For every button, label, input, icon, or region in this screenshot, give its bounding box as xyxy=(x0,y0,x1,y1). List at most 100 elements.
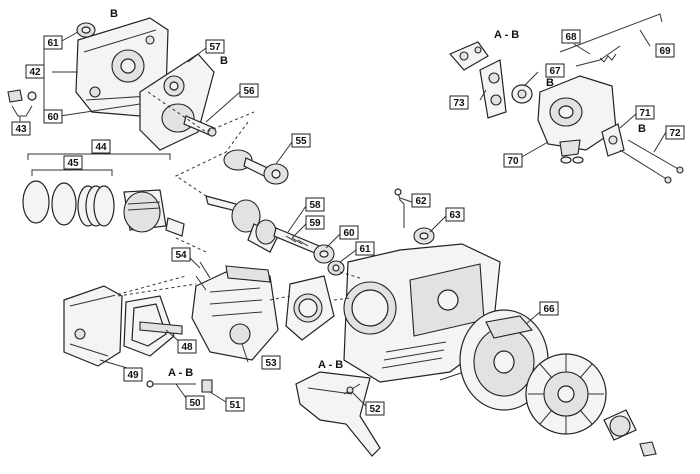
svg-text:55: 55 xyxy=(295,136,307,147)
svg-text:45: 45 xyxy=(67,158,79,169)
carburetor-70 xyxy=(537,75,617,164)
bracket-a-b xyxy=(295,371,381,457)
callout-59: 59 xyxy=(305,215,325,230)
callout-67: 67 xyxy=(545,63,565,78)
assembly-guide-lines xyxy=(111,91,361,301)
camshaft-56 xyxy=(161,103,217,137)
svg-text:60: 60 xyxy=(343,228,355,239)
callout-68: 68 xyxy=(561,29,581,44)
piston-pin xyxy=(165,217,185,237)
callout-60-top: 60 xyxy=(43,109,63,124)
svg-text:54: 54 xyxy=(175,250,187,261)
callout-50: 50 xyxy=(185,395,205,410)
gasket-a-b xyxy=(449,41,489,71)
svg-text:42: 42 xyxy=(29,67,41,78)
oil-seal-61 xyxy=(76,22,96,38)
callout-44: 44 xyxy=(91,139,111,154)
oil-seal-61-left xyxy=(327,260,345,276)
svg-text:62: 62 xyxy=(415,196,427,207)
valve-cover-49 xyxy=(63,285,123,367)
letter-b-top: B xyxy=(110,8,118,20)
piston-44 xyxy=(123,189,167,233)
callout-51: 51 xyxy=(225,397,245,412)
valve-54 xyxy=(195,261,211,291)
callout-69: 69 xyxy=(655,43,675,58)
cooling-fan xyxy=(525,353,607,435)
callout-73: 73 xyxy=(449,95,469,110)
flywheel-66 xyxy=(459,309,549,411)
starter-cup xyxy=(603,409,637,441)
svg-text:67: 67 xyxy=(549,66,561,77)
svg-text:63: 63 xyxy=(449,210,461,221)
callout-70: 70 xyxy=(503,153,523,168)
svg-text:58: 58 xyxy=(309,200,321,211)
svg-text:52: 52 xyxy=(369,404,381,415)
callout-61-top: 61 xyxy=(43,35,63,50)
svg-text:48: 48 xyxy=(181,342,193,353)
callout-58: 58 xyxy=(305,197,325,212)
callout-62: 62 xyxy=(411,193,431,208)
svg-text:70: 70 xyxy=(507,156,519,167)
drain-plug-43 xyxy=(7,89,37,103)
letter-ab-49: A - B xyxy=(168,367,193,379)
callout-72: 72 xyxy=(665,125,685,140)
svg-text:51: 51 xyxy=(229,400,241,411)
callout-48: 48 xyxy=(177,339,197,354)
cylinder-head-53 xyxy=(191,265,279,361)
letter-b-67: B xyxy=(546,77,554,89)
callout-56: 56 xyxy=(239,83,259,98)
callout-57: 57 xyxy=(205,39,225,54)
svg-text:71: 71 xyxy=(639,108,651,119)
svg-text:44: 44 xyxy=(95,142,107,153)
governor-spring-69 xyxy=(575,45,621,67)
svg-text:73: 73 xyxy=(453,98,465,109)
callout-42: 42 xyxy=(25,64,45,79)
svg-text:43: 43 xyxy=(15,124,27,135)
callout-71: 71 xyxy=(635,105,655,120)
reference-letters: B B B B A - B A - B A - B xyxy=(110,8,646,379)
callout-49: 49 xyxy=(123,367,143,382)
svg-text:68: 68 xyxy=(565,32,577,43)
svg-text:66: 66 xyxy=(543,304,555,315)
svg-text:61: 61 xyxy=(47,38,59,49)
insulator-73 xyxy=(479,59,507,119)
svg-text:72: 72 xyxy=(669,128,681,139)
callout-52: 52 xyxy=(365,401,385,416)
bolt-52 xyxy=(343,383,361,395)
svg-text:60: 60 xyxy=(47,112,59,123)
svg-text:59: 59 xyxy=(309,218,321,229)
bearing-60-left xyxy=(313,244,335,264)
svg-text:61: 61 xyxy=(359,244,371,255)
callout-54: 54 xyxy=(171,247,191,262)
gasket-67 xyxy=(511,84,533,104)
svg-text:56: 56 xyxy=(243,86,255,97)
flywheel-nut xyxy=(639,441,657,457)
governor-gear-63 xyxy=(413,227,435,245)
svg-text:53: 53 xyxy=(265,358,277,369)
crankshaft-58 xyxy=(205,195,325,257)
callout-60-mid: 60 xyxy=(339,225,359,240)
letter-ab-52: A - B xyxy=(318,359,343,371)
letter-b-71: B xyxy=(638,123,646,135)
callout-61-mid: 61 xyxy=(355,241,375,256)
pushrod-tube xyxy=(139,321,183,335)
studs-72 xyxy=(619,139,684,184)
callout-66: 66 xyxy=(539,301,559,316)
governor-rod-68 xyxy=(559,13,663,53)
callout-53: 53 xyxy=(261,355,281,370)
head-gasket xyxy=(285,275,335,341)
piston-rings-45 xyxy=(22,180,115,227)
spacer-51 xyxy=(201,379,213,393)
callout-43: 43 xyxy=(11,121,31,136)
callout-55: 55 xyxy=(291,133,311,148)
callout-63: 63 xyxy=(445,207,465,222)
letter-b-57: B xyxy=(220,55,228,67)
connecting-rod-55 xyxy=(223,149,289,185)
svg-text:49: 49 xyxy=(127,370,139,381)
bolt-50 xyxy=(146,380,196,388)
svg-text:69: 69 xyxy=(659,46,671,57)
gasket-71 xyxy=(601,123,625,157)
svg-text:50: 50 xyxy=(189,398,201,409)
callout-45: 45 xyxy=(63,155,83,170)
